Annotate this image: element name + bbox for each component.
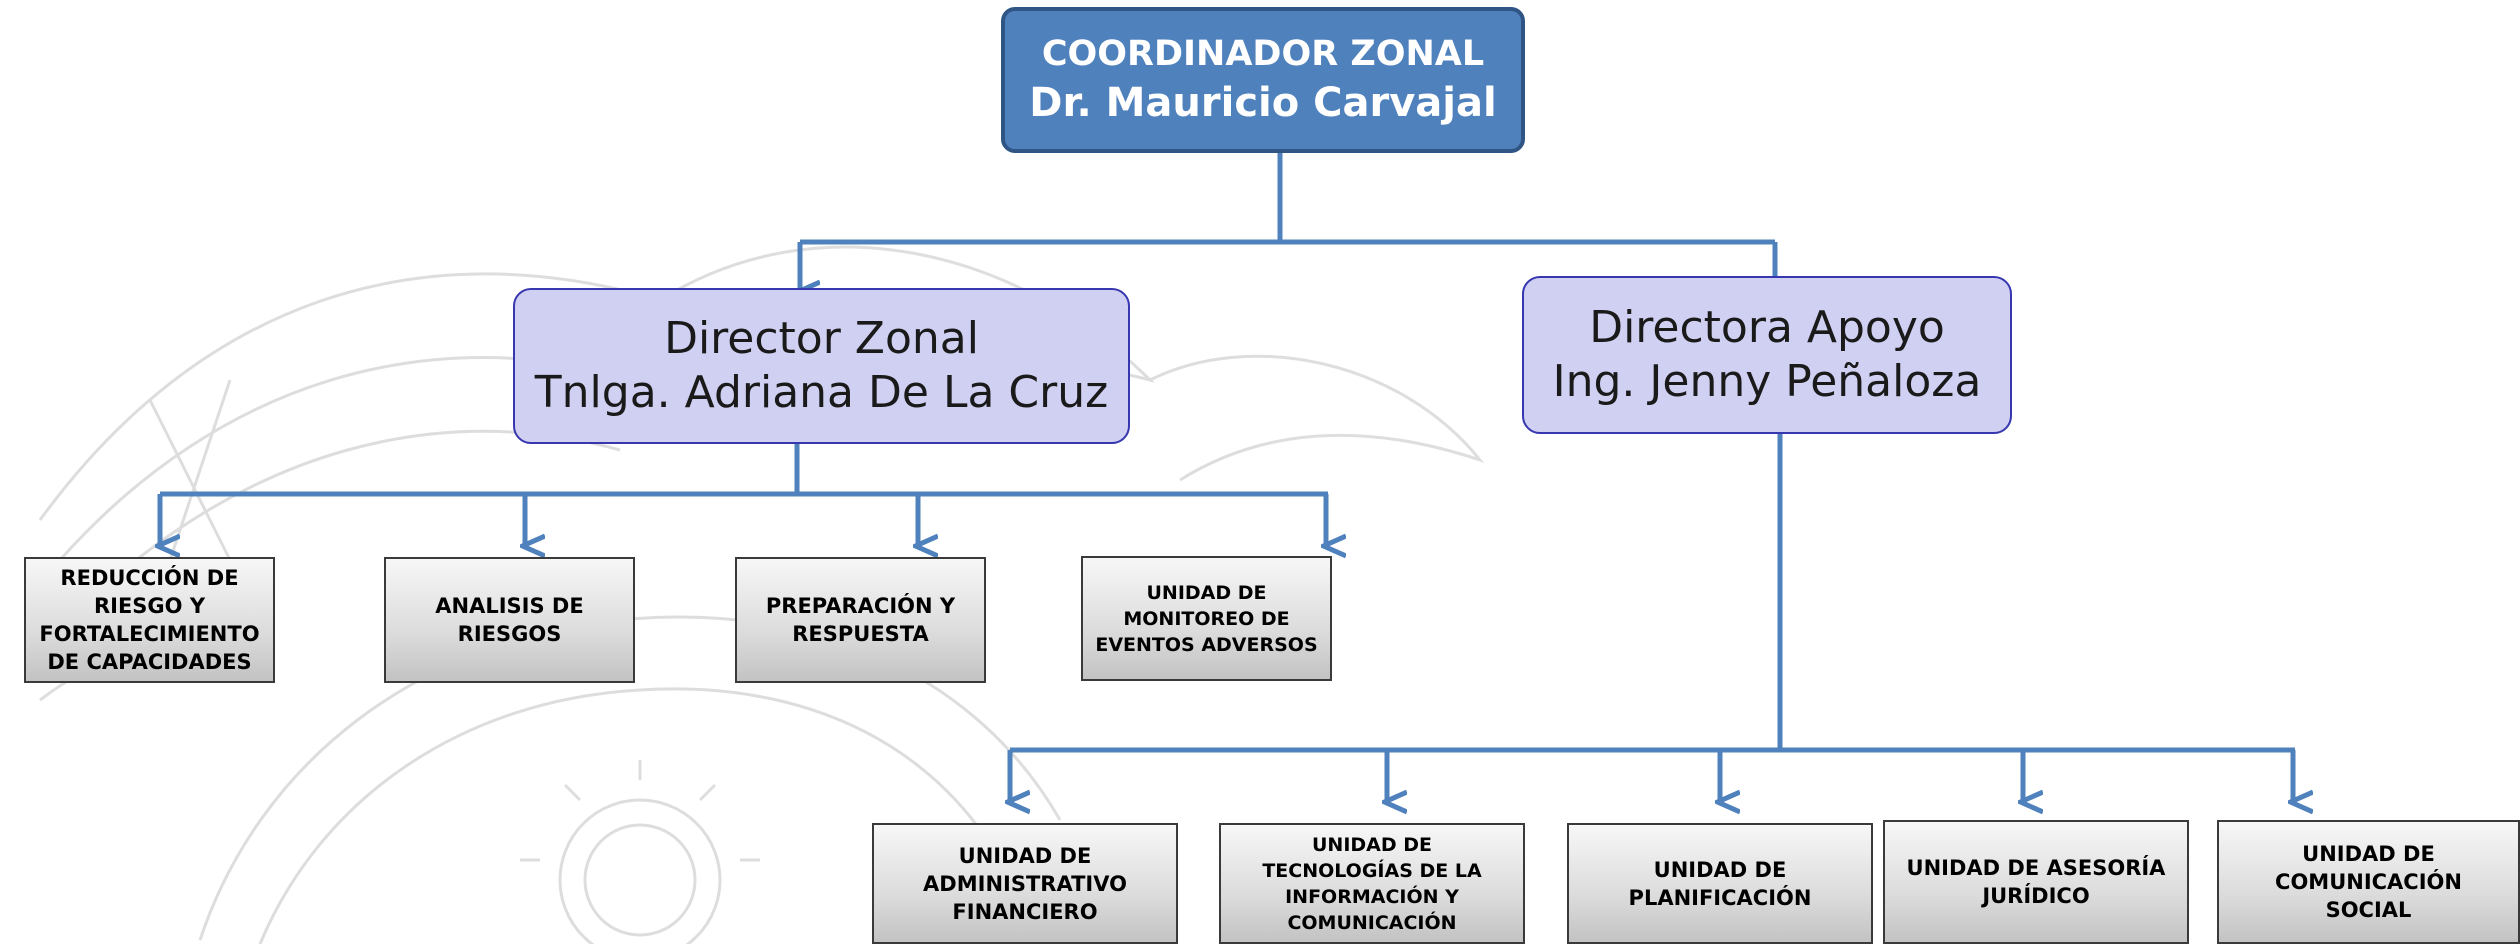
director-zonal-node: Director Zonal Tnlga. Adriana De La Cruz	[513, 288, 1130, 444]
unit-preparacion-respuesta: PREPARACIÓN Y RESPUESTA	[735, 557, 986, 683]
unit-analisis-riesgos: ANALISIS DE RIESGOS	[384, 557, 635, 683]
unit-planificacion: UNIDAD DE PLANIFICACIÓN	[1567, 823, 1873, 944]
unit-administrativo-financiero: UNIDAD DE ADMINISTRATIVO FINANCIERO	[872, 823, 1178, 944]
unit-tecnologias-informacion: UNIDAD DE TECNOLOGÍAS DE LA INFORMACIÓN …	[1219, 823, 1525, 944]
unit-monitoreo-eventos: UNIDAD DE MONITOREO DE EVENTOS ADVERSOS	[1081, 556, 1332, 681]
directora-apoyo-name: Ing. Jenny Peñaloza	[1552, 356, 1982, 407]
directora-apoyo-title: Directora Apoyo	[1589, 302, 1945, 353]
coordinator-title: COORDINADOR ZONAL	[1041, 34, 1485, 74]
director-zonal-title: Director Zonal	[664, 313, 979, 364]
director-zonal-name: Tnlga. Adriana De La Cruz	[534, 367, 1109, 418]
unit-asesoria-juridico: UNIDAD DE ASESORÍA JURÍDICO	[1883, 820, 2189, 944]
unit-reduccion-riesgo: REDUCCIÓN DE RIESGO Y FORTALECIMIENTO DE…	[24, 557, 275, 683]
directora-apoyo-node: Directora Apoyo Ing. Jenny Peñaloza	[1522, 276, 2012, 434]
coordinator-name: Dr. Mauricio Carvajal	[1029, 80, 1497, 126]
coordinator-node: COORDINADOR ZONAL Dr. Mauricio Carvajal	[1001, 7, 1525, 153]
unit-comunicacion-social: UNIDAD DE COMUNICACIÓN SOCIAL	[2217, 820, 2520, 944]
